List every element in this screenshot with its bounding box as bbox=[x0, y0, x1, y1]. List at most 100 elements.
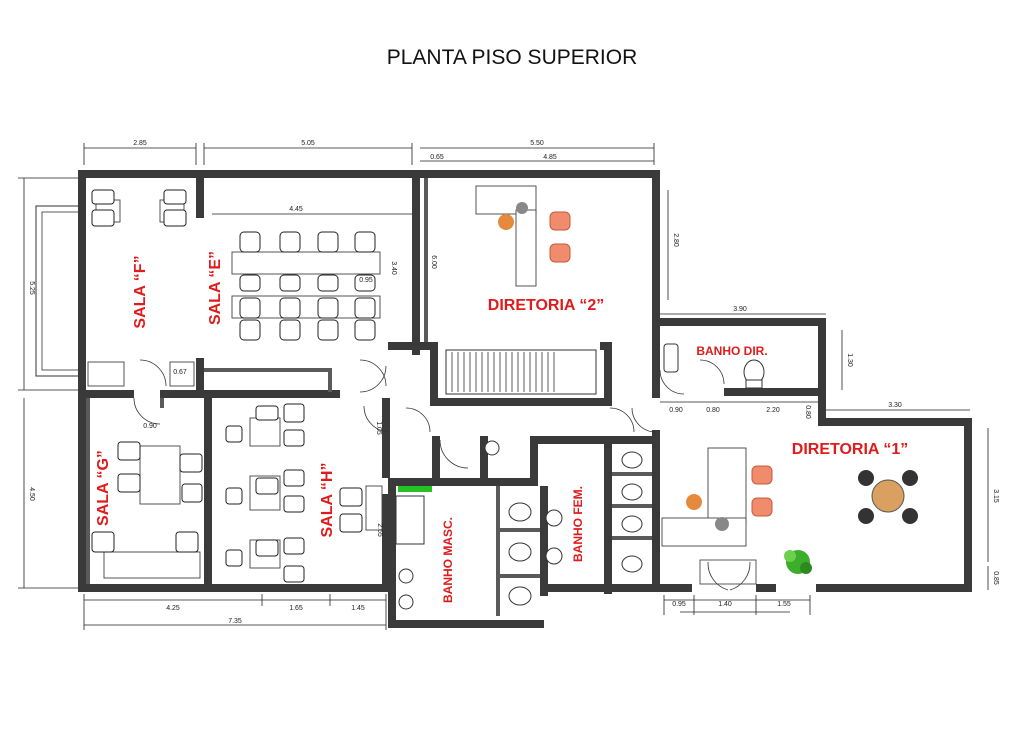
chair bbox=[239, 231, 261, 253]
dim-banho-dir-height: 1.30 bbox=[846, 353, 853, 367]
dim-stair-a: 6.00 bbox=[430, 255, 437, 269]
sala-h-furniture: 1.05 2.65 bbox=[225, 403, 383, 583]
dim-bottom-b: 1.65 bbox=[289, 605, 303, 612]
dim-dir1-height: 3.15 bbox=[992, 489, 999, 503]
dim-dir1-bottom: 0.85 bbox=[992, 571, 999, 585]
dim-bd-a: 0.90 bbox=[669, 407, 683, 414]
room-label-sala-f: SALA “F” bbox=[132, 255, 149, 328]
chair bbox=[255, 405, 279, 421]
chair bbox=[317, 297, 339, 319]
diretoria-1-furniture bbox=[661, 447, 918, 585]
chair bbox=[858, 470, 874, 486]
dim-sala-g-door: 0.90 bbox=[143, 423, 157, 430]
chair bbox=[163, 189, 187, 205]
room-label-diretoria-1: DIRETORIA “1” bbox=[792, 441, 908, 458]
chair bbox=[239, 297, 261, 319]
chair bbox=[549, 211, 571, 231]
chair bbox=[225, 549, 243, 567]
dim-sala-e-height: 3.40 bbox=[390, 261, 397, 275]
chair bbox=[181, 483, 203, 503]
chair bbox=[902, 470, 918, 486]
balcony-outline bbox=[35, 205, 81, 377]
room-label-banho-fem: BANHO FEM. bbox=[571, 486, 585, 562]
right-dimensions: 2.80 3.90 1.30 3.30 3.15 0.85 0.90 0.80 … bbox=[660, 190, 999, 590]
chair bbox=[283, 565, 305, 583]
dim-hall-a: 1.05 bbox=[375, 421, 382, 435]
phone-icon bbox=[516, 202, 528, 214]
chair bbox=[279, 231, 301, 253]
chair bbox=[163, 209, 187, 227]
chair bbox=[225, 487, 243, 505]
chair bbox=[354, 319, 376, 341]
dim-bd-b: 0.80 bbox=[706, 407, 720, 414]
room-label-sala-g: SALA “G” bbox=[95, 450, 112, 526]
walls bbox=[78, 170, 972, 628]
chair bbox=[317, 319, 339, 341]
chair bbox=[175, 531, 199, 553]
dim-bottom-total: 7.35 bbox=[228, 618, 242, 625]
chair bbox=[279, 274, 301, 292]
chair bbox=[239, 274, 261, 292]
chair bbox=[283, 429, 305, 447]
chair bbox=[255, 539, 279, 557]
room-label-sala-e: SALA “E” bbox=[207, 251, 224, 325]
dim-dir1-b1: 0.95 bbox=[672, 601, 686, 608]
banho-dir-fixtures bbox=[663, 343, 765, 389]
door-marker bbox=[398, 486, 432, 492]
diretoria-2-furniture: 6.00 bbox=[430, 185, 571, 287]
top-dimensions: 2.85 5.05 5.50 0.65 4.85 bbox=[83, 140, 655, 165]
room-label-banho-dir: BANHO DIR. bbox=[696, 344, 767, 358]
plant-icon bbox=[784, 550, 812, 574]
dim-left-lower: 4.50 bbox=[28, 487, 35, 501]
chair bbox=[751, 465, 773, 485]
door-swings bbox=[133, 359, 751, 591]
chair bbox=[91, 189, 115, 205]
chair bbox=[179, 453, 203, 473]
chair bbox=[117, 441, 141, 461]
chair bbox=[498, 214, 514, 230]
chair bbox=[751, 497, 773, 517]
chair bbox=[858, 508, 874, 524]
dim-sala-e-small: 0.95 bbox=[359, 277, 373, 284]
dim-sala-h-a: 2.65 bbox=[376, 523, 383, 537]
dim-sala-f-door: 0.67 bbox=[173, 369, 187, 376]
dim-dir1-b2: 1.40 bbox=[718, 601, 732, 608]
left-dimensions: 5.25 4.50 bbox=[18, 177, 80, 589]
chair bbox=[283, 495, 305, 513]
chair bbox=[339, 487, 363, 507]
chair bbox=[354, 274, 376, 292]
sala-g-furniture: 0.90 bbox=[91, 423, 203, 579]
plan-title: PLANTA PISO SUPERIOR bbox=[386, 46, 638, 69]
chair bbox=[686, 494, 702, 510]
chair bbox=[354, 297, 376, 319]
phone-icon bbox=[715, 517, 729, 531]
chair bbox=[91, 209, 115, 227]
chair bbox=[354, 231, 376, 253]
room-labels: SALA “F” SALA “E” SALA “G” SALA “H” DIRE… bbox=[95, 251, 908, 603]
chair bbox=[279, 297, 301, 319]
chair bbox=[91, 531, 115, 553]
staircase bbox=[445, 349, 597, 395]
sala-e-furniture: 4.45 3.40 0.95 0.67 bbox=[173, 206, 412, 376]
dim-sala-e-width: 4.45 bbox=[289, 206, 303, 213]
wc-fixtures bbox=[395, 440, 643, 610]
chair bbox=[225, 425, 243, 443]
bottom-dimensions: 4.25 1.65 1.45 7.35 0.95 1.40 1.55 bbox=[83, 594, 811, 630]
chair bbox=[339, 513, 363, 533]
dim-dir1-b3: 1.55 bbox=[777, 601, 791, 608]
sala-f-furniture bbox=[87, 189, 195, 387]
room-label-sala-h: SALA “H” bbox=[319, 463, 336, 538]
dim-top-a: 2.85 bbox=[133, 140, 147, 147]
dim-top-b: 5.05 bbox=[301, 140, 315, 147]
dim-dir2-height: 2.80 bbox=[672, 233, 679, 247]
dim-top-c: 5.50 bbox=[530, 140, 544, 147]
chair bbox=[283, 469, 305, 487]
chair bbox=[317, 274, 339, 292]
dim-top-e: 4.85 bbox=[543, 154, 557, 161]
dim-bottom-c: 1.45 bbox=[351, 605, 365, 612]
meeting-table bbox=[871, 479, 905, 513]
chair bbox=[255, 477, 279, 495]
chair bbox=[279, 319, 301, 341]
chair bbox=[549, 243, 571, 263]
